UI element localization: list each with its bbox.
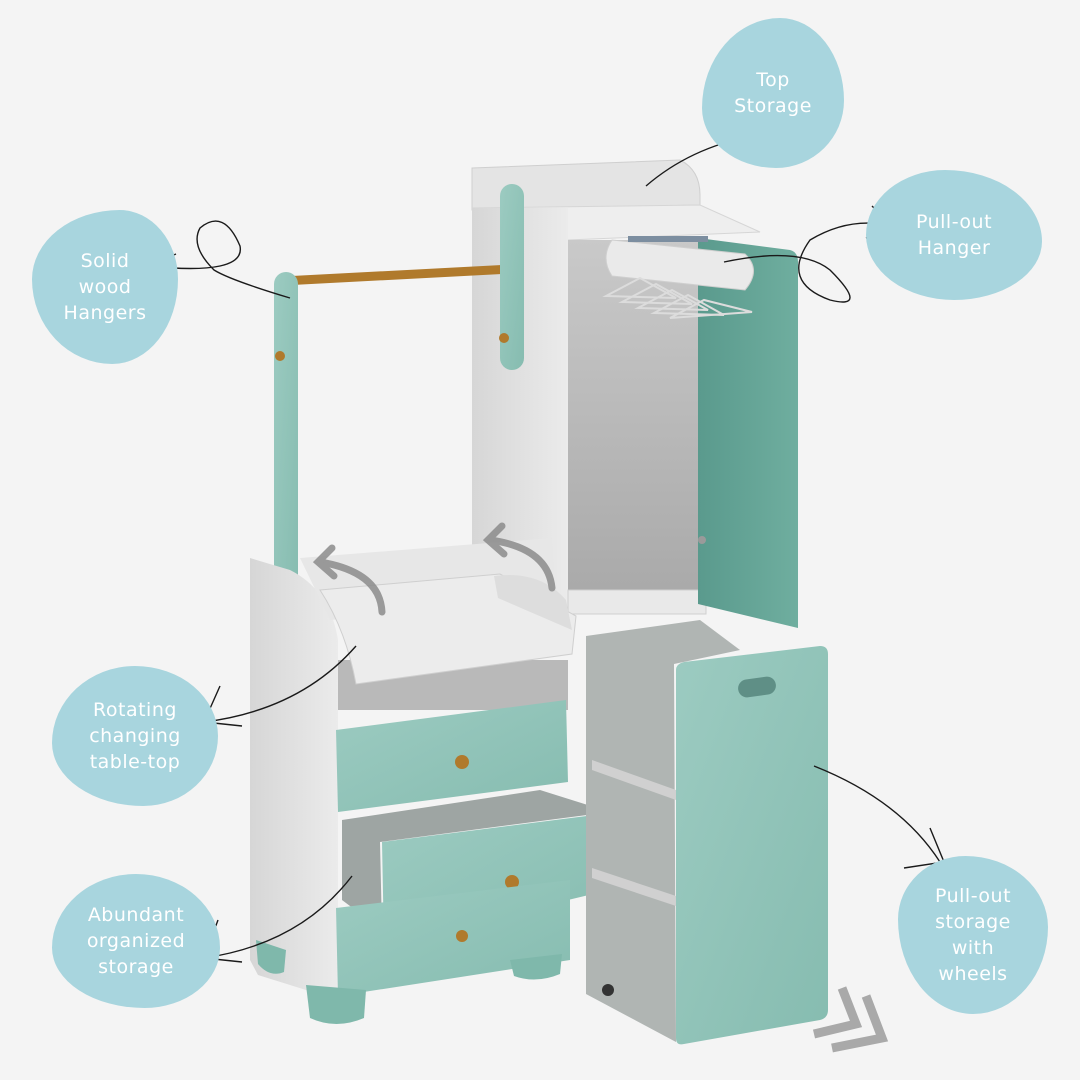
dresser-side [250,558,338,1000]
open-drawer-box [342,790,610,930]
trolley-frame [586,620,740,1042]
left-post [274,272,298,604]
callout-pull-out-storage: Pull-out storage with wheels [898,856,1048,1014]
wood-rod [291,264,514,285]
callout-label: Top Storage [734,69,812,117]
dresser [250,522,618,1024]
callout-label: Abundant organized storage [86,904,186,978]
trolley-shelf [592,868,676,906]
pull-out-hanger-rail [602,236,754,319]
callout-top-storage: Top Storage [702,18,844,168]
callout-pull-out-hanger: Pull-out Hanger [866,170,1042,300]
drawer-knob [505,875,519,889]
rotate-arrow-icon [312,522,556,616]
callout-line-pullout [813,765,945,869]
tower-inner-shelf [567,589,707,615]
callout-rotating-table-top: Rotating changing table-top [52,666,218,806]
top-drawer [336,700,568,812]
dresser-foot [510,954,562,980]
dresser-foot [306,985,366,1024]
callout-label: Pull-out storage with wheels [934,885,1012,985]
wardrobe-tower [471,159,798,638]
tower-door [698,238,798,628]
pull-out-trolley [586,620,889,1053]
wood-knob [275,351,285,361]
right-post [500,184,524,370]
bottom-drawer [336,880,570,996]
trolley-handle-hole [738,676,776,698]
callout-abundant-storage: Abundant organized storage [52,874,220,1008]
dresser-foot [256,940,286,974]
callout-label: Solid wood Hangers [63,250,147,324]
trolley-wheel [602,984,614,996]
wood-knob [499,333,509,343]
callout-label: Rotating changing table-top [89,699,181,773]
door-hinge [698,536,706,544]
slide-chevron-icon [812,986,889,1053]
tower-interior [568,240,698,600]
callout-solid-wood-hangers: Solid wood Hangers [32,210,178,364]
drawer-knob [455,755,469,769]
trolley-shelf [592,760,676,800]
callout-label: Pull-out Hanger [915,211,993,259]
trolley-front-panel [676,646,828,1045]
drawer-knob [456,930,468,942]
wood-hanger-rod [273,184,524,604]
